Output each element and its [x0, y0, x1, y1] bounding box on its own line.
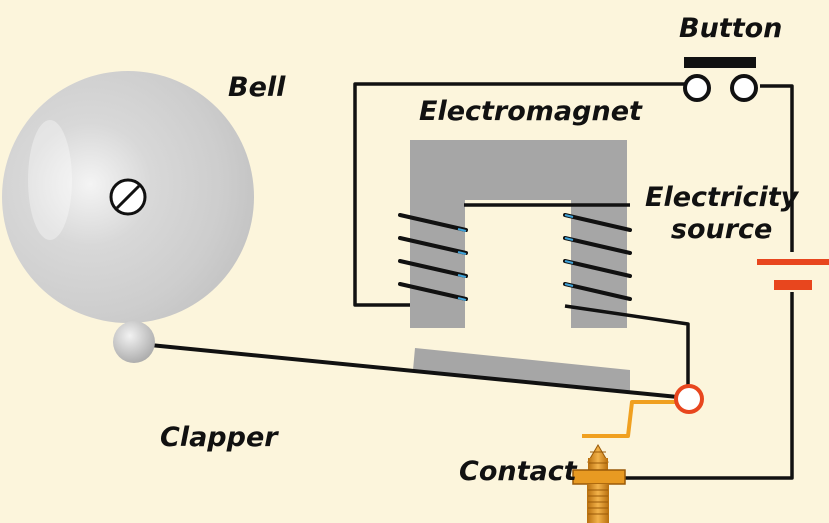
push-button — [683, 57, 758, 102]
contact-threads-top — [588, 458, 608, 470]
contact-shaft — [587, 484, 609, 523]
battery — [757, 259, 829, 290]
circuit-wires — [353, 82, 794, 480]
right-coil — [563, 213, 632, 301]
spring-arm — [582, 400, 688, 438]
button-terminal-right — [730, 74, 758, 102]
right-coil-highlight — [564, 214, 574, 287]
electromagnet — [398, 140, 632, 328]
battery-long-plate — [757, 259, 829, 265]
bell-screw-slot — [115, 184, 141, 210]
electromagnet-label: Electromagnet — [419, 96, 642, 127]
button-bar — [684, 57, 756, 68]
electromagnet-core — [410, 140, 627, 328]
bell-highlight — [28, 120, 72, 240]
wire-coil-to-pivot — [564, 304, 690, 386]
wire-coil-to-button — [353, 82, 690, 307]
clapper-ball — [113, 321, 155, 363]
left-coil — [398, 213, 468, 301]
bell-label: Bell — [228, 72, 286, 103]
clapper-label: Clapper — [160, 422, 278, 453]
button-terminal-left — [683, 74, 711, 102]
left-coil-highlight — [457, 228, 467, 301]
electricity-source-label-line2: source — [670, 214, 773, 246]
clapper-arm — [149, 343, 689, 400]
wire-battery-to-contact — [622, 292, 794, 480]
contact-label: Contact — [459, 456, 577, 487]
armature-plate — [413, 348, 630, 392]
button-label: Button — [679, 13, 783, 44]
pivot-ring — [674, 384, 704, 414]
contact-screw — [572, 444, 626, 523]
electricity-source-label-line1: Electricity — [645, 182, 799, 213]
wire-button-to-battery — [760, 84, 794, 252]
electricity-source-label: Electricity source — [645, 182, 798, 247]
contact-nut — [572, 469, 626, 485]
bell — [2, 71, 254, 323]
battery-short-plate — [774, 280, 812, 290]
